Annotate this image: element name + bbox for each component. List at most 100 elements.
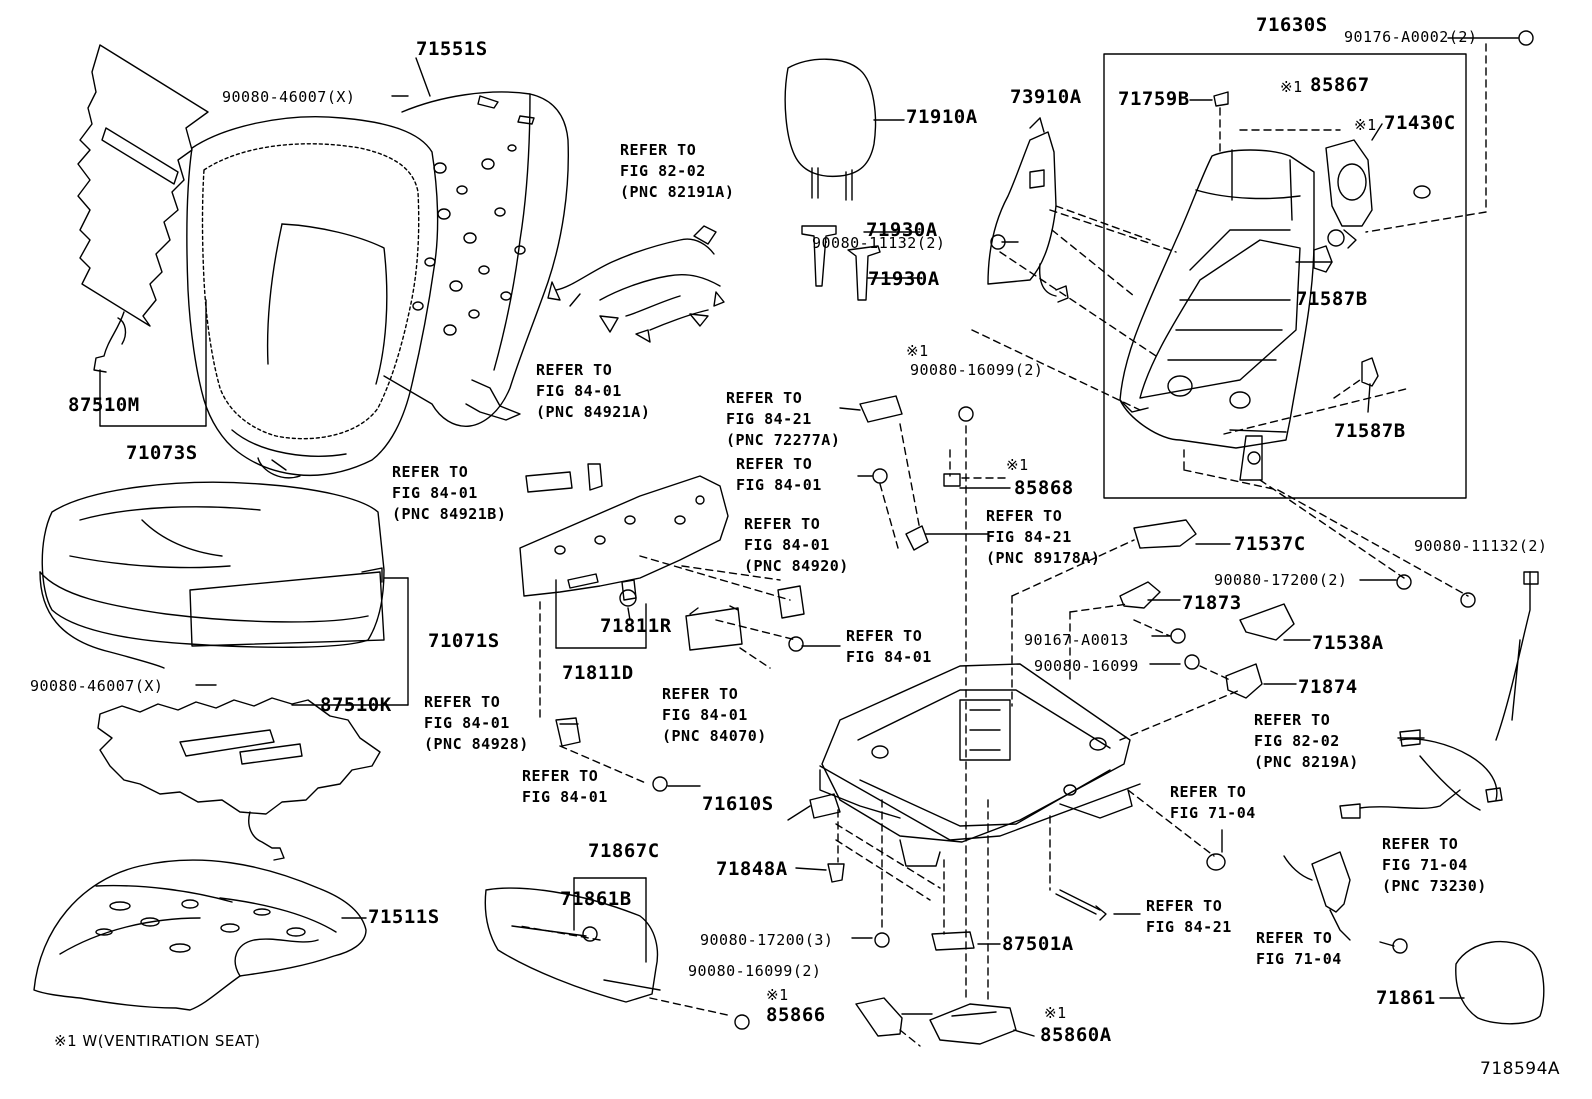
part-label: 90080-46007(X) bbox=[30, 677, 164, 695]
assembly-lines bbox=[520, 44, 1486, 1046]
power-seat-switch bbox=[778, 586, 804, 618]
part-label: 71874 bbox=[1298, 676, 1358, 698]
refer-to-note: REFER TO FIG 84-01 (PNC 84921B) bbox=[392, 462, 506, 525]
bolt bbox=[959, 407, 973, 421]
recliner-switch-knob bbox=[588, 464, 602, 490]
refer-line: FIG 84-01 bbox=[424, 714, 510, 732]
refer-line: FIG 84-01 bbox=[662, 706, 748, 724]
part-label: 71930A bbox=[866, 219, 938, 241]
ventilation-note-mark: ※1 bbox=[906, 342, 929, 360]
bracket-71873 bbox=[1120, 582, 1160, 608]
part-label: 90080-16099(2) bbox=[688, 962, 822, 980]
refer-line: REFER TO bbox=[392, 463, 469, 481]
part-label: 87510K bbox=[320, 694, 392, 716]
part-label: 71811R bbox=[600, 615, 672, 637]
refer-to-note: REFER TO FIG 84-01 (PNC 84921A) bbox=[536, 360, 650, 423]
part-label: 71073S bbox=[126, 442, 198, 464]
refer-line: REFER TO bbox=[522, 767, 599, 785]
seatback-heater-sheet bbox=[78, 45, 208, 372]
bracket bbox=[1314, 246, 1332, 272]
ventilation-note-mark: ※1 bbox=[1044, 1004, 1067, 1022]
seatback-cover bbox=[187, 117, 438, 478]
seatback-wire-harness bbox=[548, 226, 724, 342]
refer-line: FIG 84-01 bbox=[744, 536, 830, 554]
refer-line: FIG 71-04 bbox=[1382, 856, 1468, 874]
footnote: ※1 W(VENTIRATION SEAT) bbox=[54, 1032, 261, 1050]
refer-line: FIG 84-01 bbox=[392, 484, 478, 502]
seat-switch-84928 bbox=[556, 718, 580, 746]
refer-to-note: REFER TO FIG 84-01 (PNC 84070) bbox=[662, 684, 767, 747]
refer-to-note: REFER TO FIG 71-04 bbox=[1256, 928, 1342, 970]
refer-to-note: REFER TO FIG 82-02 (PNC 82191A) bbox=[620, 140, 734, 203]
bracket-71874 bbox=[1226, 664, 1262, 698]
part-label: 85866 bbox=[766, 1004, 826, 1026]
part-label: 71587B bbox=[1334, 420, 1406, 442]
part-label: 90080-11132(2) bbox=[812, 234, 946, 252]
refer-line: REFER TO bbox=[662, 685, 739, 703]
refer-line: (PNC 72277A) bbox=[726, 431, 841, 449]
part-label: 71873 bbox=[1182, 592, 1242, 614]
refer-line: REFER TO bbox=[986, 507, 1063, 525]
refer-line: FIG 84-01 bbox=[736, 476, 822, 494]
refer-to-note: REFER TO FIG 84-21 (PNC 89178A) bbox=[986, 506, 1100, 569]
nut bbox=[1397, 575, 1411, 589]
refer-line: FIG 71-04 bbox=[1256, 950, 1342, 968]
refer-to-note: REFER TO FIG 71-04 bbox=[1170, 782, 1256, 824]
part-label: 71511S bbox=[368, 906, 440, 928]
part-label: 71071S bbox=[428, 630, 500, 652]
refer-line: FIG 84-21 bbox=[986, 528, 1072, 546]
part-label: 90080-17200(3) bbox=[700, 931, 834, 949]
refer-line: REFER TO bbox=[1256, 929, 1333, 947]
refer-line: (PNC 84070) bbox=[662, 727, 767, 745]
refer-to-note: REFER TO FIG 71-04 (PNC 73230) bbox=[1382, 834, 1487, 897]
ventilation-note-mark: ※1 bbox=[766, 986, 789, 1004]
refer-line: FIG 84-01 bbox=[522, 788, 608, 806]
part-label: 71848A bbox=[716, 858, 788, 880]
part-label: 71587B bbox=[1296, 288, 1368, 310]
seat-cushion-pad bbox=[34, 860, 366, 1010]
bracket bbox=[1362, 358, 1378, 386]
washer bbox=[1207, 854, 1225, 870]
bolt bbox=[653, 777, 667, 791]
clip-71848A bbox=[828, 864, 844, 882]
part-label: 85868 bbox=[1014, 477, 1074, 499]
part-label: 73910A bbox=[1010, 86, 1082, 108]
part-label: 85860A bbox=[1040, 1024, 1112, 1046]
seat-ecu bbox=[686, 606, 742, 650]
part-label: 71910A bbox=[906, 106, 978, 128]
part-label: 90167-A0013 bbox=[1024, 631, 1129, 649]
part-label: 71537C bbox=[1234, 533, 1306, 555]
refer-line: (PNC 84920) bbox=[744, 557, 849, 575]
refer-to-note: REFER TO FIG 82-02 (PNC 8219A) bbox=[1254, 710, 1359, 773]
part-label: 90080-17200(2) bbox=[1214, 571, 1348, 589]
ventilation-note-mark: ※1 bbox=[1354, 116, 1377, 134]
seatback-side-panel bbox=[988, 118, 1068, 302]
seat-sensor-89178A bbox=[906, 526, 928, 550]
part-label: 71861 bbox=[1376, 987, 1436, 1009]
bolt bbox=[789, 637, 803, 651]
refer-line: REFER TO bbox=[536, 361, 613, 379]
seatback-pad bbox=[384, 92, 568, 426]
part-label: 71759B bbox=[1118, 88, 1190, 110]
refer-line: (PNC 84921B) bbox=[392, 505, 507, 523]
seat-module-72277A bbox=[860, 396, 902, 422]
part-label: 71551S bbox=[416, 38, 488, 60]
bolt bbox=[735, 1015, 749, 1029]
ventilation-connector bbox=[944, 474, 960, 486]
part-label: 71610S bbox=[702, 793, 774, 815]
illustration-code: 718594A bbox=[1480, 1059, 1561, 1079]
ventilation-note-mark: ※1 bbox=[1006, 456, 1029, 474]
refer-to-note: REFER TO FIG 84-21 (PNC 72277A) bbox=[726, 388, 840, 451]
nut bbox=[873, 469, 887, 483]
refer-to-note: REFER TO FIG 84-01 (PNC 84920) bbox=[744, 514, 849, 577]
seat-cushion-heater-sheet bbox=[98, 698, 380, 860]
refer-to-note: REFER TO FIG 84-01 (PNC 84928) bbox=[424, 692, 529, 755]
refer-line: REFER TO bbox=[424, 693, 501, 711]
headrest-guides bbox=[802, 226, 920, 300]
refer-line: (PNC 8219A) bbox=[1254, 753, 1359, 771]
refer-line: REFER TO bbox=[1382, 835, 1459, 853]
part-label: 71630S bbox=[1256, 14, 1328, 36]
refer-to-note: REFER TO FIG 84-01 bbox=[846, 626, 932, 668]
